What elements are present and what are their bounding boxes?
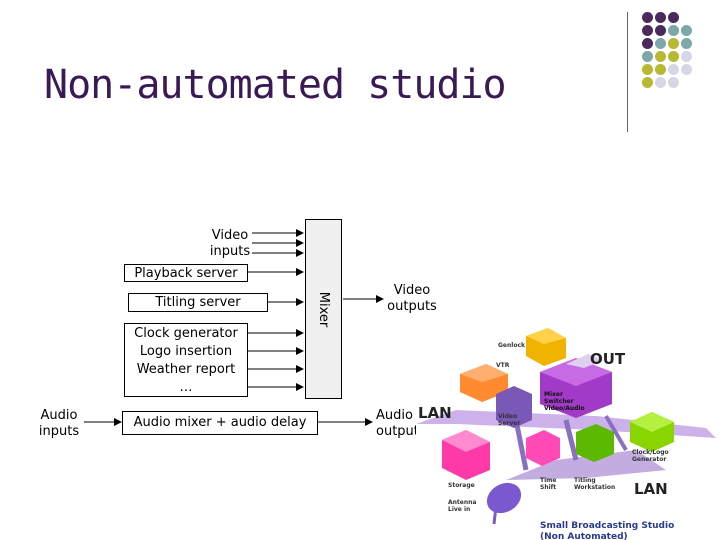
decor-dot <box>668 12 679 23</box>
decor-dot <box>668 64 679 75</box>
decor-dot <box>642 77 653 88</box>
storage-label: Storage <box>448 482 475 489</box>
decor-dot <box>655 12 666 23</box>
mixer-block <box>305 219 342 399</box>
time-shift-label: Time Shift <box>540 477 557 491</box>
clock-logo-label: Clock/Logo Generator <box>632 449 669 463</box>
decor-dot <box>642 51 653 62</box>
decor-dot <box>655 38 666 49</box>
decor-dot <box>681 38 692 49</box>
vtr-label: VTR <box>496 362 510 369</box>
studio-graphic <box>416 320 720 540</box>
video-inputs-label: Video inputs <box>209 228 251 259</box>
studio-illustration: OUT LAN LAN Genlock VTR Mixer Switcher V… <box>416 320 720 540</box>
genlock-label: Genlock <box>498 342 525 349</box>
decor-dot <box>655 64 666 75</box>
decor-dot <box>655 51 666 62</box>
decor-dot <box>668 25 679 36</box>
decor-dot <box>668 77 679 88</box>
lan-label-bottom: LAN <box>634 480 668 498</box>
mixer-label: Mixer <box>316 291 331 327</box>
graphics-generators-box: Clock generator Logo insertion Weather r… <box>124 323 248 397</box>
decor-dot <box>668 38 679 49</box>
decor-dot <box>681 51 692 62</box>
decor-dot <box>681 64 692 75</box>
mixer-switcher-label: Mixer Switcher Video/Audio <box>544 391 585 412</box>
video-server-label: Video Server <box>498 413 521 427</box>
title-divider <box>627 12 628 132</box>
decor-dot <box>642 64 653 75</box>
decor-dot <box>642 25 653 36</box>
playback-server-box: Playback server <box>124 264 248 282</box>
decor-dot <box>668 51 679 62</box>
video-outputs-label: Video outputs <box>387 283 437 314</box>
slide-title: Non-automated studio <box>44 62 507 108</box>
decor-dot <box>681 25 692 36</box>
titling-server-box: Titling server <box>128 293 268 312</box>
decor-dot <box>642 12 653 23</box>
out-label: OUT <box>590 350 626 368</box>
studio-caption: Small Broadcasting Studio (Non Automated… <box>540 521 675 540</box>
decor-dot <box>642 38 653 49</box>
antenna-label: Antenna Live in <box>448 499 477 513</box>
audio-inputs-label: Audio inputs <box>38 408 80 439</box>
audio-mixer-box: Audio mixer + audio delay <box>122 411 318 435</box>
lan-label-left: LAN <box>418 404 452 422</box>
decor-dot <box>655 25 666 36</box>
decor-dot <box>655 77 666 88</box>
audio-outputs-label: Audio outputs <box>376 408 426 439</box>
titling-workstation-label: Titling Workstation <box>574 477 616 491</box>
